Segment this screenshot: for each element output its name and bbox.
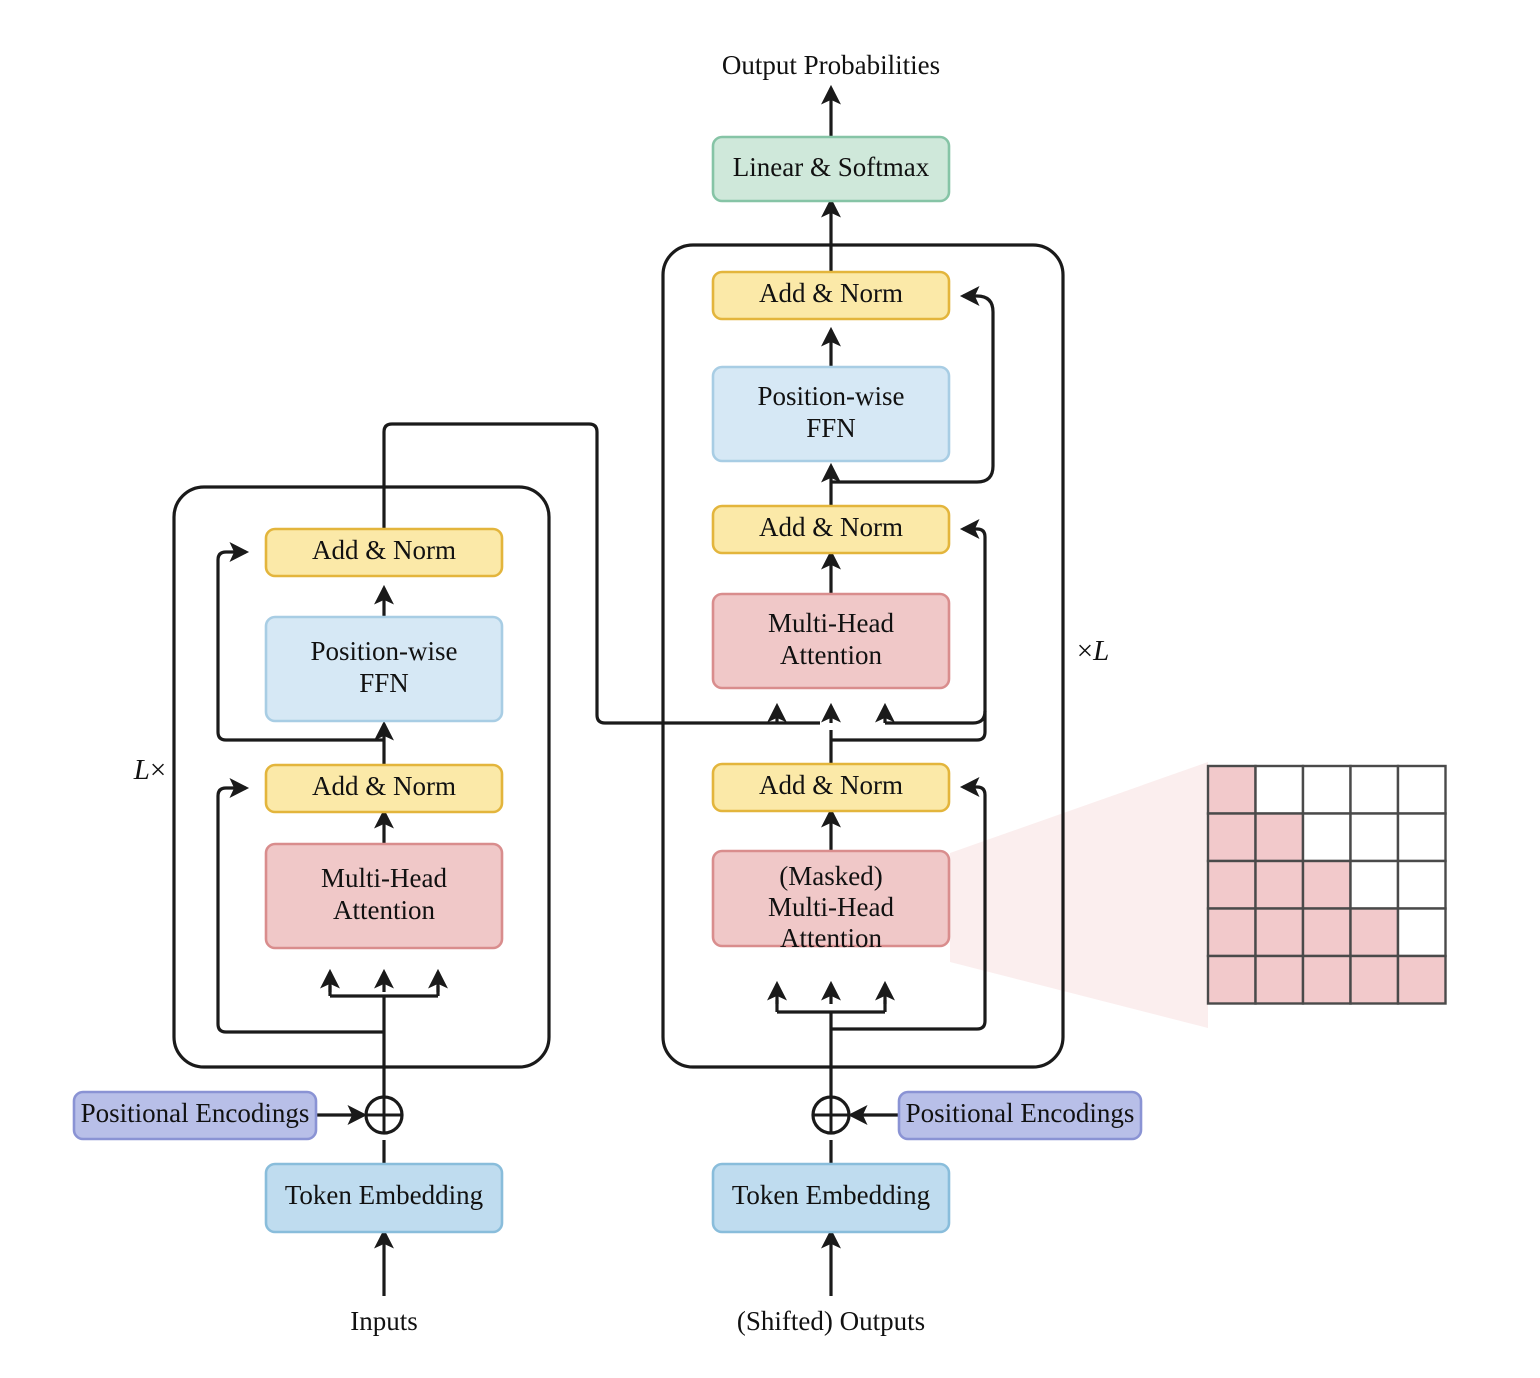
mask-cell-r4-c1 (1254, 954, 1305, 1005)
decoder-stack-container (661, 243, 1065, 1069)
causal-mask-matrix (1206, 764, 1447, 1005)
decoder-cross-attention-box[interactable]: Multi-Head Attention (711, 592, 951, 690)
mask-cell-r3-c2 (1301, 907, 1352, 958)
mask-cell-r0-c1 (1254, 764, 1305, 815)
decoder-embedding-rect (711, 1162, 951, 1234)
mask-cell-r1-c1 (1254, 812, 1305, 863)
decoder-cross-attention-rect (711, 592, 951, 690)
encoder-positional-encodings-box[interactable]: Positional Encodings (72, 1090, 318, 1141)
encoder-attention-rect (264, 842, 504, 950)
decoder-ffn-box[interactable]: Position-wise FFN (711, 365, 951, 463)
encoder-embedding-label: Token Embedding (285, 1180, 483, 1210)
mask-cell-r0-c2 (1301, 764, 1352, 815)
mask-cell-r2-c4 (1396, 859, 1447, 910)
encoder-attention-box[interactable]: Multi-Head Attention (264, 842, 504, 950)
decoder-add-norm-mid-box[interactable]: Add & Norm (711, 504, 951, 555)
mask-cell-r3-c4 (1396, 907, 1447, 958)
decoder-repeat-label: ×L (1077, 635, 1110, 667)
decoder-token-embedding-box[interactable]: Token Embedding (711, 1162, 951, 1234)
decoder-cross-attention-label-line2: Attention (780, 640, 882, 670)
decoder-masked-attention-label-line1: (Masked) (779, 861, 882, 891)
encoder-inputs-label: Inputs (350, 1306, 418, 1336)
decoder-outputs-label: (Shifted) Outputs (737, 1306, 925, 1336)
decoder-positional-label: Positional Encodings (906, 1098, 1135, 1128)
decoder-add-norm-mid-rect (711, 504, 951, 555)
mask-cell-r4-c3 (1349, 954, 1400, 1005)
encoder-add-norm-bottom-label: Add & Norm (312, 771, 456, 801)
encoder-embedding-rect (264, 1162, 504, 1234)
mask-cell-r4-c0 (1206, 954, 1257, 1005)
mask-cell-r2-c0 (1206, 859, 1257, 910)
decoder-add-norm-bottom-box[interactable]: Add & Norm (711, 762, 951, 813)
encoder-ffn-rect (264, 615, 504, 723)
encoder-residual-2 (216, 542, 384, 742)
encoder-add-norm-bottom-box[interactable]: Add & Norm (264, 763, 504, 814)
decoder-cross-attention-label-line1: Multi-Head (768, 608, 894, 638)
mask-cell-r0-c3 (1349, 764, 1400, 815)
decoder-repeat-times: × (1077, 635, 1093, 667)
encoder-add-norm-top-label: Add & Norm (312, 535, 456, 565)
mask-cell-r4-c2 (1301, 954, 1352, 1005)
encoder-stack-container (172, 485, 551, 1069)
decoder-masked-attention-label-line3: Attention (780, 923, 882, 953)
mask-cell-r1-c2 (1301, 812, 1352, 863)
encoder-attention-label-line1: Multi-Head (321, 863, 447, 893)
encoder-output-to-decoder (382, 422, 820, 725)
encoder-add-norm-top-box[interactable]: Add & Norm (264, 527, 504, 578)
decoder-masked-attention-box[interactable]: (Masked) Multi-Head Attention (711, 849, 951, 953)
encoder-add-norm-top-rect (264, 527, 504, 578)
encoder-add-norm-bottom-rect (264, 763, 504, 814)
decoder-repeat-L: L (1092, 635, 1109, 667)
encoder-repeat-label: L× (133, 754, 167, 786)
encoder-repeat-L: L (133, 754, 150, 786)
decoder-residual-1 (831, 777, 987, 1031)
mask-cell-r0-c0 (1206, 764, 1257, 815)
decoder-ffn-rect (711, 365, 951, 463)
decoder-masked-attention-label-line2: Multi-Head (768, 892, 894, 922)
encoder-ffn-label-line2: FFN (359, 668, 409, 698)
decoder-add-norm-top-box[interactable]: Add & Norm (711, 270, 951, 321)
decoder-add-norm-bottom-rect (711, 762, 951, 813)
mask-cell-r3-c1 (1254, 907, 1305, 958)
decoder-positional-rect (897, 1090, 1143, 1141)
mask-cell-r4-c4 (1396, 954, 1447, 1005)
decoder-residual-2 (831, 519, 987, 742)
mask-cell-r1-c4 (1396, 812, 1447, 863)
decoder-masked-attention-rect (711, 849, 951, 948)
mask-cell-r3-c0 (1206, 907, 1257, 958)
linear-softmax-box[interactable]: Linear & Softmax (711, 135, 951, 203)
decoder-add-norm-top-rect (711, 270, 951, 321)
linear-softmax-label: Linear & Softmax (733, 152, 930, 182)
encoder-residual-1 (216, 778, 384, 1034)
decoder-positional-encodings-box[interactable]: Positional Encodings (897, 1090, 1143, 1141)
mask-cell-r3-c3 (1349, 907, 1400, 958)
mask-cell-r1-c0 (1206, 812, 1257, 863)
mask-cell-r2-c1 (1254, 859, 1305, 910)
decoder-ffn-label-line1: Position-wise (757, 381, 904, 411)
mask-callout-cone (950, 762, 1208, 1028)
encoder-ffn-label-line1: Position-wise (310, 636, 457, 666)
encoder-positional-rect (72, 1090, 318, 1141)
encoder-token-embedding-box[interactable]: Token Embedding (264, 1162, 504, 1234)
decoder-add-norm-bottom-label: Add & Norm (759, 770, 903, 800)
decoder-embedding-label: Token Embedding (732, 1180, 930, 1210)
decoder-residual-3 (831, 286, 995, 484)
mask-cell-r2-c3 (1349, 859, 1400, 910)
mask-cell-r0-c4 (1396, 764, 1447, 815)
linear-softmax-rect (711, 135, 951, 203)
mask-cell-r1-c3 (1349, 812, 1400, 863)
encoder-positional-label: Positional Encodings (81, 1098, 310, 1128)
decoder-add-norm-mid-label: Add & Norm (759, 512, 903, 542)
decoder-ffn-label-line2: FFN (806, 413, 856, 443)
output-probabilities-label: Output Probabilities (722, 50, 940, 80)
mask-cell-r2-c2 (1301, 859, 1352, 910)
encoder-repeat-times: × (150, 754, 166, 786)
decoder-add-norm-top-label: Add & Norm (759, 278, 903, 308)
encoder-ffn-box[interactable]: Position-wise FFN (264, 615, 504, 723)
encoder-attention-label-line2: Attention (333, 895, 435, 925)
decoder-cross-v-feed (885, 710, 987, 725)
